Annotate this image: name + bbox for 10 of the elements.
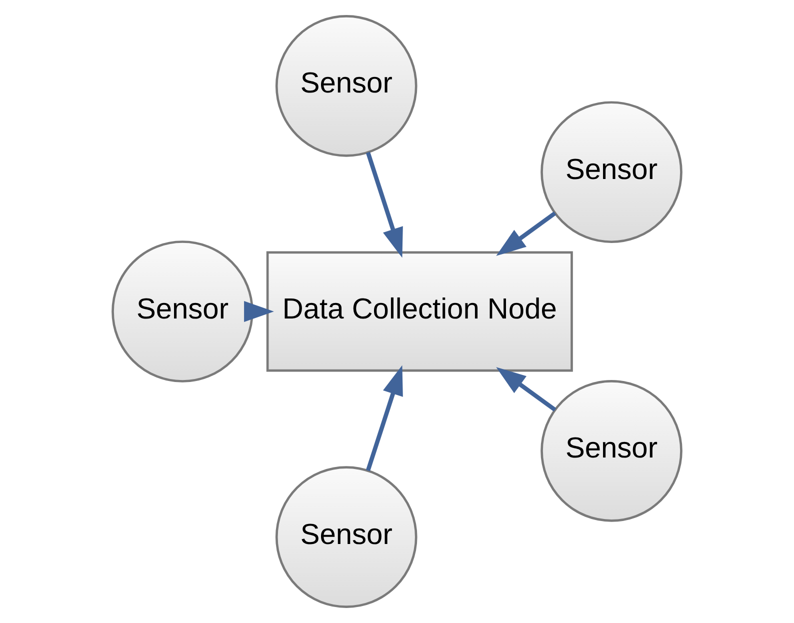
node-circle: Sensor [275,15,418,157]
arrow [244,301,274,322]
node-circle: Sensor [540,101,682,244]
node-box: Data Collection Node [266,251,573,372]
arrow [496,367,556,412]
node-circle: Sensor [275,466,418,608]
arrow [366,152,403,258]
node-circle: Sensor [540,380,682,522]
arrow [496,211,556,256]
arrow [366,365,403,472]
